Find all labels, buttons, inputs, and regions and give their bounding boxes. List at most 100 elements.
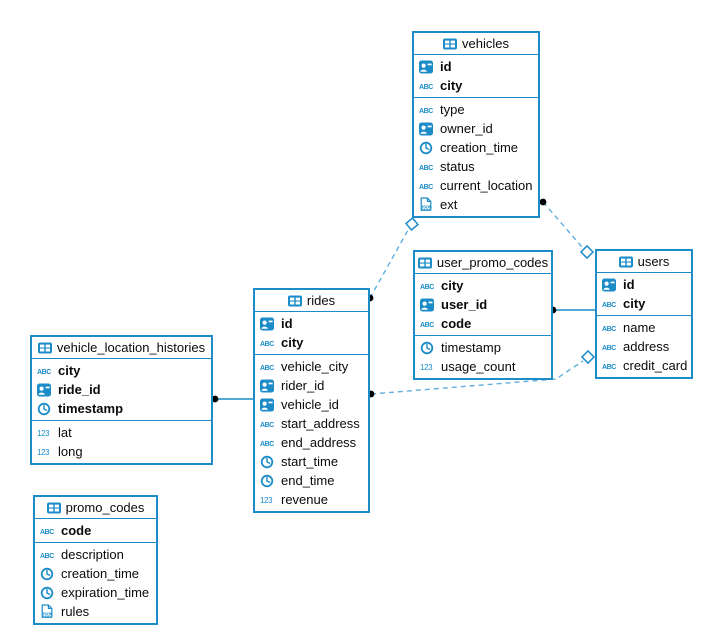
table-header[interactable]: vehicles	[414, 33, 538, 55]
column-label: usage_count	[441, 359, 516, 374]
svg-text:ABC: ABC	[260, 365, 274, 372]
pk-column-ride_id[interactable]: ride_id	[32, 380, 211, 399]
id-icon	[420, 298, 437, 312]
clock-icon	[260, 474, 274, 487]
column-label: city	[441, 278, 464, 293]
column-label: lat	[58, 425, 72, 440]
table-title: vehicle_location_histories	[56, 340, 206, 355]
id-icon	[260, 398, 274, 411]
id-icon	[260, 317, 277, 331]
column-label: start_address	[281, 416, 360, 431]
table-title: vehicles	[462, 36, 509, 51]
column-lat[interactable]: 123 lat	[32, 423, 211, 442]
clock-icon	[260, 474, 277, 488]
table-header[interactable]: rides	[255, 290, 368, 312]
column-creation_time[interactable]: creation_time	[35, 564, 156, 583]
table-header[interactable]: user_promo_codes	[415, 252, 551, 274]
table-title: user_promo_codes	[436, 255, 549, 270]
number-icon: 123	[37, 448, 50, 457]
column-timestamp[interactable]: timestamp	[415, 338, 551, 357]
clock-icon	[40, 586, 57, 600]
table-header[interactable]: vehicle_location_histories	[32, 337, 211, 359]
column-label: rider_id	[281, 378, 325, 393]
table-icon	[618, 256, 633, 267]
column-type[interactable]: ABC type	[414, 100, 538, 119]
text-icon: ABC	[419, 105, 436, 115]
pk-column-city[interactable]: ABC city	[415, 276, 551, 295]
table-icon	[443, 38, 458, 50]
fk-connection-vehicles-users[interactable]	[542, 201, 583, 248]
pk-column-id[interactable]: id	[597, 275, 691, 294]
table-header[interactable]: users	[597, 251, 691, 273]
text-icon: ABC	[420, 281, 437, 291]
clock-icon	[260, 455, 277, 469]
section-divider	[255, 354, 368, 355]
column-label: ride_id	[58, 382, 101, 397]
column-description[interactable]: ABC description	[35, 545, 156, 564]
id-icon	[420, 298, 434, 311]
column-creation_time[interactable]: creation_time	[414, 138, 538, 157]
text-icon: ABC	[40, 553, 55, 560]
pk-column-user_id[interactable]: user_id	[415, 295, 551, 314]
column-vehicle_id[interactable]: vehicle_id	[255, 395, 368, 414]
svg-text:ABC: ABC	[260, 441, 274, 448]
svg-text:123: 123	[260, 496, 273, 505]
column-label: owner_id	[440, 121, 493, 136]
id-icon	[419, 60, 433, 73]
svg-text:123: 123	[37, 429, 50, 438]
pk-column-id[interactable]: id	[255, 314, 368, 333]
text-icon: ABC	[260, 422, 275, 429]
column-label: status	[440, 159, 475, 174]
number-icon: 123	[260, 495, 277, 505]
pk-column-id[interactable]: id	[414, 57, 538, 76]
column-label: credit_card	[623, 358, 688, 373]
clock-icon	[37, 402, 54, 416]
column-start_address[interactable]: ABC start_address	[255, 414, 368, 433]
column-end_time[interactable]: end_time	[255, 471, 368, 490]
column-expiration_time[interactable]: expiration_time	[35, 583, 156, 602]
column-label: end_address	[281, 435, 357, 450]
column-rider_id[interactable]: rider_id	[255, 376, 368, 395]
fk-connection-rides-vehicles[interactable]	[369, 229, 409, 299]
connection-diamond	[580, 349, 596, 365]
pk-column-timestamp[interactable]: timestamp	[32, 399, 211, 418]
text-icon: ABC	[419, 184, 434, 191]
column-owner_id[interactable]: owner_id	[414, 119, 538, 138]
clock-icon	[419, 141, 436, 155]
table-header[interactable]: promo_codes	[35, 497, 156, 519]
table-icon	[417, 257, 432, 269]
column-start_time[interactable]: start_time	[255, 452, 368, 471]
column-label: description	[61, 547, 124, 562]
column-label: timestamp	[441, 340, 501, 355]
text-icon: ABC	[260, 341, 275, 348]
svg-text:ABC: ABC	[260, 422, 274, 429]
column-label: type	[440, 102, 465, 117]
column-end_address[interactable]: ABC end_address	[255, 433, 368, 452]
fk-connection-rides-users[interactable]	[370, 360, 584, 395]
